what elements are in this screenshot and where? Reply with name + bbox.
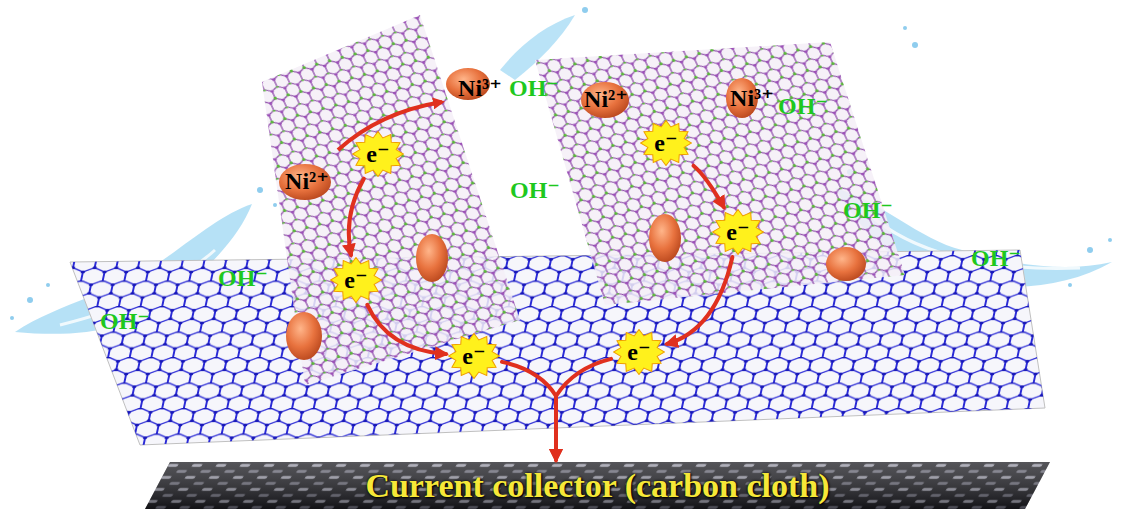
ion-label: OH⁻ <box>218 266 268 290</box>
electron-burst: e⁻ <box>330 257 382 303</box>
electron-path-arrow <box>349 179 364 255</box>
electron-burst: e⁻ <box>352 131 404 177</box>
electron-path-arrow <box>667 257 733 344</box>
electron-path-arrow <box>367 305 446 354</box>
ion-label: OH⁻ <box>971 246 1021 270</box>
ion-label: Ni³⁺ <box>730 86 774 110</box>
electron-symbol: e⁻ <box>344 268 367 292</box>
electron-symbol: e⁻ <box>726 220 749 244</box>
electron-burst: e⁻ <box>640 120 692 166</box>
electron-burst: e⁻ <box>712 209 764 255</box>
ion-label: OH⁻ <box>778 94 828 118</box>
electron-burst: e⁻ <box>613 329 665 375</box>
collector-title: Current collector (carbon cloth) <box>365 469 829 503</box>
electron-burst: e⁻ <box>448 333 500 379</box>
ion-label: OH⁻ <box>510 178 560 202</box>
electron-path-arrow <box>694 166 724 208</box>
electron-symbol: e⁻ <box>627 340 650 364</box>
electron-path-arrow <box>556 359 611 460</box>
ion-label: OH⁻ <box>509 76 559 100</box>
electron-symbol: e⁻ <box>462 344 485 368</box>
ion-label: Ni²⁺ <box>285 169 329 193</box>
ion-label: Ni²⁺ <box>584 87 628 111</box>
ion-label: OH⁻ <box>843 198 893 222</box>
electron-path-arrow <box>502 362 556 460</box>
ion-label: OH⁻ <box>100 309 150 333</box>
electron-symbol: e⁻ <box>366 142 389 166</box>
current-collector: Current collector (carbon cloth) <box>145 462 1050 509</box>
electron-symbol: e⁻ <box>654 131 677 155</box>
ion-label: Ni³⁺ <box>458 76 502 100</box>
